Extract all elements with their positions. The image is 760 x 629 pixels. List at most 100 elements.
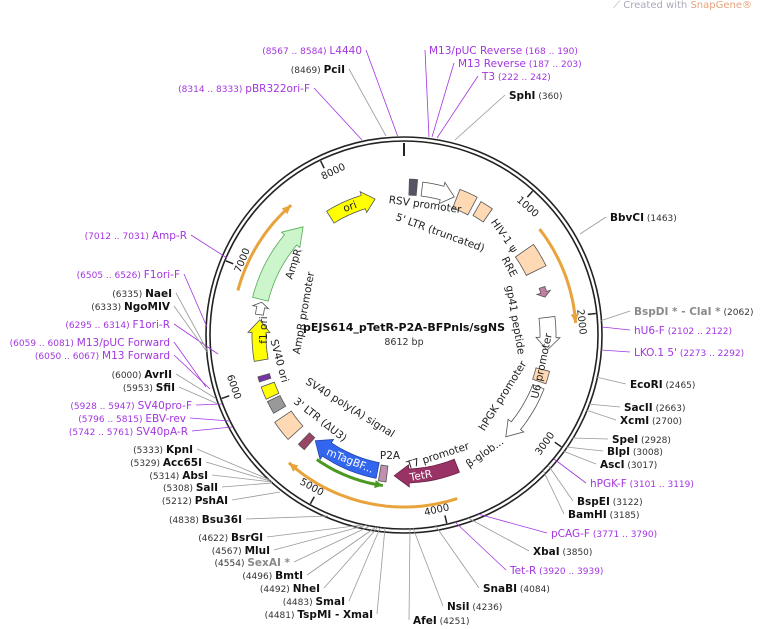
site-tspmi-xmai[interactable]: (4481) TspMI - XmaI <box>265 609 373 621</box>
site-bspdi-clai[interactable]: BspDI * - ClaI * (2062) <box>634 306 753 318</box>
feature-gp41-peptide[interactable] <box>535 286 552 298</box>
primer-hu6-f[interactable]: hU6-F (2102 .. 2122) <box>634 325 732 337</box>
primer-hpgk-f[interactable]: hPGK-F (3101 .. 3119) <box>590 478 694 490</box>
site-nhei[interactable]: (4492) NheI <box>260 583 320 595</box>
feature-sv40-ori[interactable] <box>260 381 280 400</box>
primer-sv40pro-f[interactable]: (5928 .. 5947) SV40pro-F <box>70 400 192 412</box>
site-xcmi[interactable]: XcmI (2700) <box>620 415 682 427</box>
primer-lko-1-5[interactable]: LKO.1 5' (2273 .. 2292) <box>634 347 744 359</box>
feature-f1-ori[interactable] <box>247 319 271 362</box>
feature-u6-promoter[interactable] <box>535 316 561 351</box>
site-spei[interactable]: SpeI (2928) <box>612 434 671 446</box>
feature-mtagbfp[interactable] <box>314 439 380 479</box>
site-smai[interactable]: (4483) SmaI <box>283 596 345 608</box>
feature-label-p2a[interactable]: P2A <box>380 450 401 462</box>
site-mlui[interactable]: (4567) MluI <box>212 545 270 557</box>
site-sfii[interactable]: (5953) SfiI <box>123 382 175 394</box>
site-position: (4084) <box>520 585 550 595</box>
feature-3-ltr[interactable] <box>274 410 304 440</box>
site-name: hU6-F <box>634 325 665 337</box>
site-position: (2465) <box>665 381 695 391</box>
feature-p2a[interactable] <box>377 464 389 483</box>
site-bsu36i[interactable]: (4838) Bsu36I <box>169 514 242 526</box>
feature-rre[interactable] <box>514 243 547 276</box>
feature-label-f1-ori[interactable]: f1 ori <box>258 316 270 343</box>
site-ecori[interactable]: EcoRI (2465) <box>630 379 695 391</box>
primer-m13-forward[interactable]: (6050 .. 6067) M13 Forward <box>35 350 170 362</box>
feature-label-tetr[interactable]: TetR <box>408 468 433 484</box>
leader-line <box>173 354 211 390</box>
feature-label-ampr-promoter[interactable]: AmpR promoter <box>291 270 317 355</box>
feature-small-marks[interactable] <box>408 178 419 196</box>
site-xbai[interactable]: XbaI (3850) <box>533 546 592 558</box>
feature-ampr-promoter[interactable] <box>251 301 270 316</box>
primer-f1ori-r[interactable]: (6295 .. 6314) F1ori-R <box>65 319 170 331</box>
feature-u6-box[interactable] <box>532 367 550 385</box>
site-bsrgi[interactable]: (4622) BsrGI <box>198 532 263 544</box>
primer-tet-r[interactable]: Tet-R (3920 .. 3939) <box>509 565 603 577</box>
primer-m13-reverse[interactable]: M13 Reverse (187 .. 203) <box>458 58 582 70</box>
site-afei[interactable]: AfeI (4251) <box>413 615 470 627</box>
primer-f1ori-f[interactable]: (6505 .. 6526) F1ori-F <box>77 269 180 281</box>
site-bamhi[interactable]: BamHI (3185) <box>568 509 640 521</box>
watermark-icon: ⟋ <box>613 0 624 11</box>
site-nsii[interactable]: NsiI (4236) <box>447 601 502 613</box>
primer-t3[interactable]: T3 (222 .. 242) <box>481 71 551 83</box>
feature-label-glob[interactable]: β-glob... <box>464 436 506 471</box>
primer-pbr322ori-f[interactable]: (8314 .. 8333) pBR322ori-F <box>178 83 310 95</box>
site-bbvci[interactable]: BbvCI (1463) <box>610 212 677 224</box>
site-snabi[interactable]: SnaBI (4084) <box>483 583 550 595</box>
primer-l4440[interactable]: (8567 .. 8584) L4440 <box>262 45 362 57</box>
site-position: (8567 .. 8584) <box>262 47 326 57</box>
feature-hiv-psi[interactable] <box>472 201 493 223</box>
feature-label-5-ltr-truncated[interactable]: 5' LTR (truncated) <box>394 211 486 254</box>
feature-label-hiv-1[interactable]: HIV-1 ψ <box>488 217 520 255</box>
feature-label-sv40-poly-a-signal[interactable]: SV40 poly(A) signal <box>303 376 396 441</box>
site-pshai[interactable]: (5212) PshAI <box>162 495 228 507</box>
feature-label-sv40-ori[interactable]: SV40 ori <box>267 338 290 384</box>
site-sexai[interactable]: (4554) SexAI * <box>215 557 291 569</box>
site-position: (4492) <box>260 585 290 595</box>
site-bspei[interactable]: BspEI (3122) <box>577 496 643 508</box>
site-kpni[interactable]: (5333) KpnI <box>133 444 193 456</box>
feature-tetr[interactable] <box>393 458 460 488</box>
feature-rsv-promoter[interactable] <box>420 181 455 205</box>
site-name: L4440 <box>329 45 362 57</box>
primer-m13-puc-forward[interactable]: (6059 .. 6081) M13/pUC Forward <box>10 337 170 349</box>
primer-ebv-rev[interactable]: (5796 .. 5815) EBV-rev <box>78 413 186 425</box>
tick-mark <box>221 395 230 400</box>
site-position: (3008) <box>633 448 663 458</box>
site-name: Bsu36I <box>202 514 242 526</box>
feature-ampr[interactable] <box>252 226 304 302</box>
site-sphi[interactable]: SphI (360) <box>509 90 563 102</box>
site-sali[interactable]: (5308) SalI <box>163 482 218 494</box>
feature-5-ltr[interactable] <box>452 188 478 216</box>
feature-sv40-mark[interactable] <box>257 373 272 383</box>
orf-arc-bottom-arrowhead <box>288 462 299 472</box>
site-sacii[interactable]: SacII (2663) <box>624 402 686 414</box>
feature-sv40-polya[interactable] <box>266 394 287 414</box>
site-name: M13 Forward <box>102 350 170 362</box>
feature-ori[interactable] <box>326 190 376 224</box>
site-absi[interactable]: (5314) AbsI <box>149 470 208 482</box>
feature-ltr-mark[interactable] <box>297 432 316 451</box>
feature-label-gp41-peptide[interactable]: gp41 peptide <box>503 284 527 355</box>
feature-hpgk-promoter[interactable] <box>505 383 545 438</box>
site-pcii[interactable]: (8469) PciI <box>291 64 345 76</box>
feature-label-u6-promoter[interactable]: U6 promoter <box>529 332 555 400</box>
site-ngomiv[interactable]: (6333) NgoMIV <box>91 301 171 313</box>
primer-m13-puc-reverse[interactable]: M13/pUC Reverse (168 .. 190) <box>429 45 578 57</box>
feature-label-ori[interactable]: ori <box>342 199 359 215</box>
primer-amp-r[interactable]: (7012 .. 7031) Amp-R <box>85 230 187 242</box>
site-naei[interactable]: (6335) NaeI <box>112 288 172 300</box>
site-avrii[interactable]: (6000) AvrII <box>112 369 172 381</box>
site-position: (5329) <box>130 459 160 469</box>
site-asci[interactable]: AscI (3017) <box>600 459 657 471</box>
site-position: (3771 .. 3790) <box>593 530 657 540</box>
site-bmti[interactable]: (4496) BmtI <box>242 570 303 582</box>
site-position: (4481) <box>265 611 295 621</box>
site-acc65i[interactable]: (5329) Acc65I <box>130 457 202 469</box>
primer-pcag-f[interactable]: pCAG-F (3771 .. 3790) <box>551 528 657 540</box>
primer-sv40pa-r[interactable]: (5742 .. 5761) SV40pA-R <box>69 426 188 438</box>
site-blpi[interactable]: BlpI (3008) <box>607 446 663 458</box>
